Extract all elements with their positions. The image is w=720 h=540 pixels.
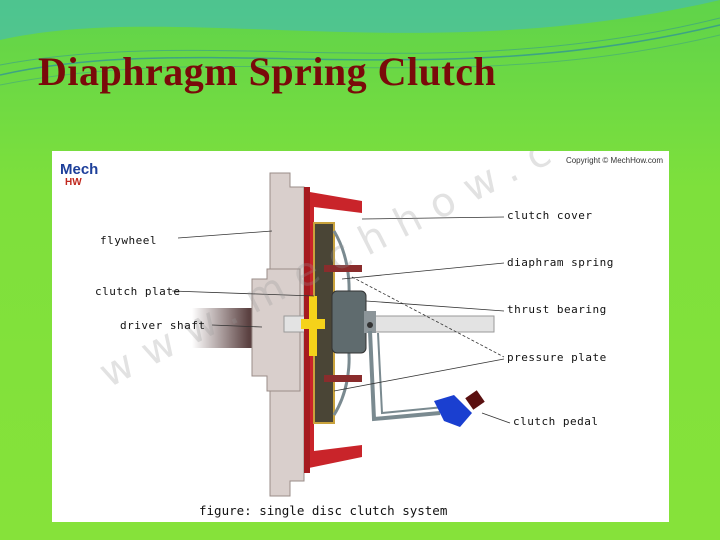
label-driver-shaft: driver shaft [120, 319, 206, 332]
header-swoosh [0, 0, 720, 86]
clutch-diagram: www.mechhow.com Mech HW Copyright © Mech… [52, 151, 669, 522]
mechhow-logo: Mech [60, 161, 99, 178]
copyright-text: Copyright © MechHow.com [565, 156, 663, 165]
label-clutch-cover: clutch cover [507, 209, 593, 222]
figure-caption: figure: single disc clutch system [199, 503, 448, 518]
clutch-drawing [171, 172, 511, 497]
label-diaphram-spring: diaphram spring [507, 256, 614, 269]
label-pressure-plate: pressure plate [507, 351, 607, 364]
label-thrust-bearing: thrust bearing [507, 303, 607, 316]
pedal-linkage-shape [368, 330, 441, 422]
label-clutch-pedal: clutch pedal [513, 415, 599, 428]
mechhow-logo-hw: HW [65, 177, 82, 188]
label-clutch-plate: clutch plate [95, 285, 181, 298]
label-flywheel: flywheel [100, 234, 157, 247]
slide-title: Diaphragm Spring Clutch [38, 49, 497, 94]
clutch-pedal-shape [434, 395, 472, 427]
thrust-bearing-shape [331, 290, 367, 354]
